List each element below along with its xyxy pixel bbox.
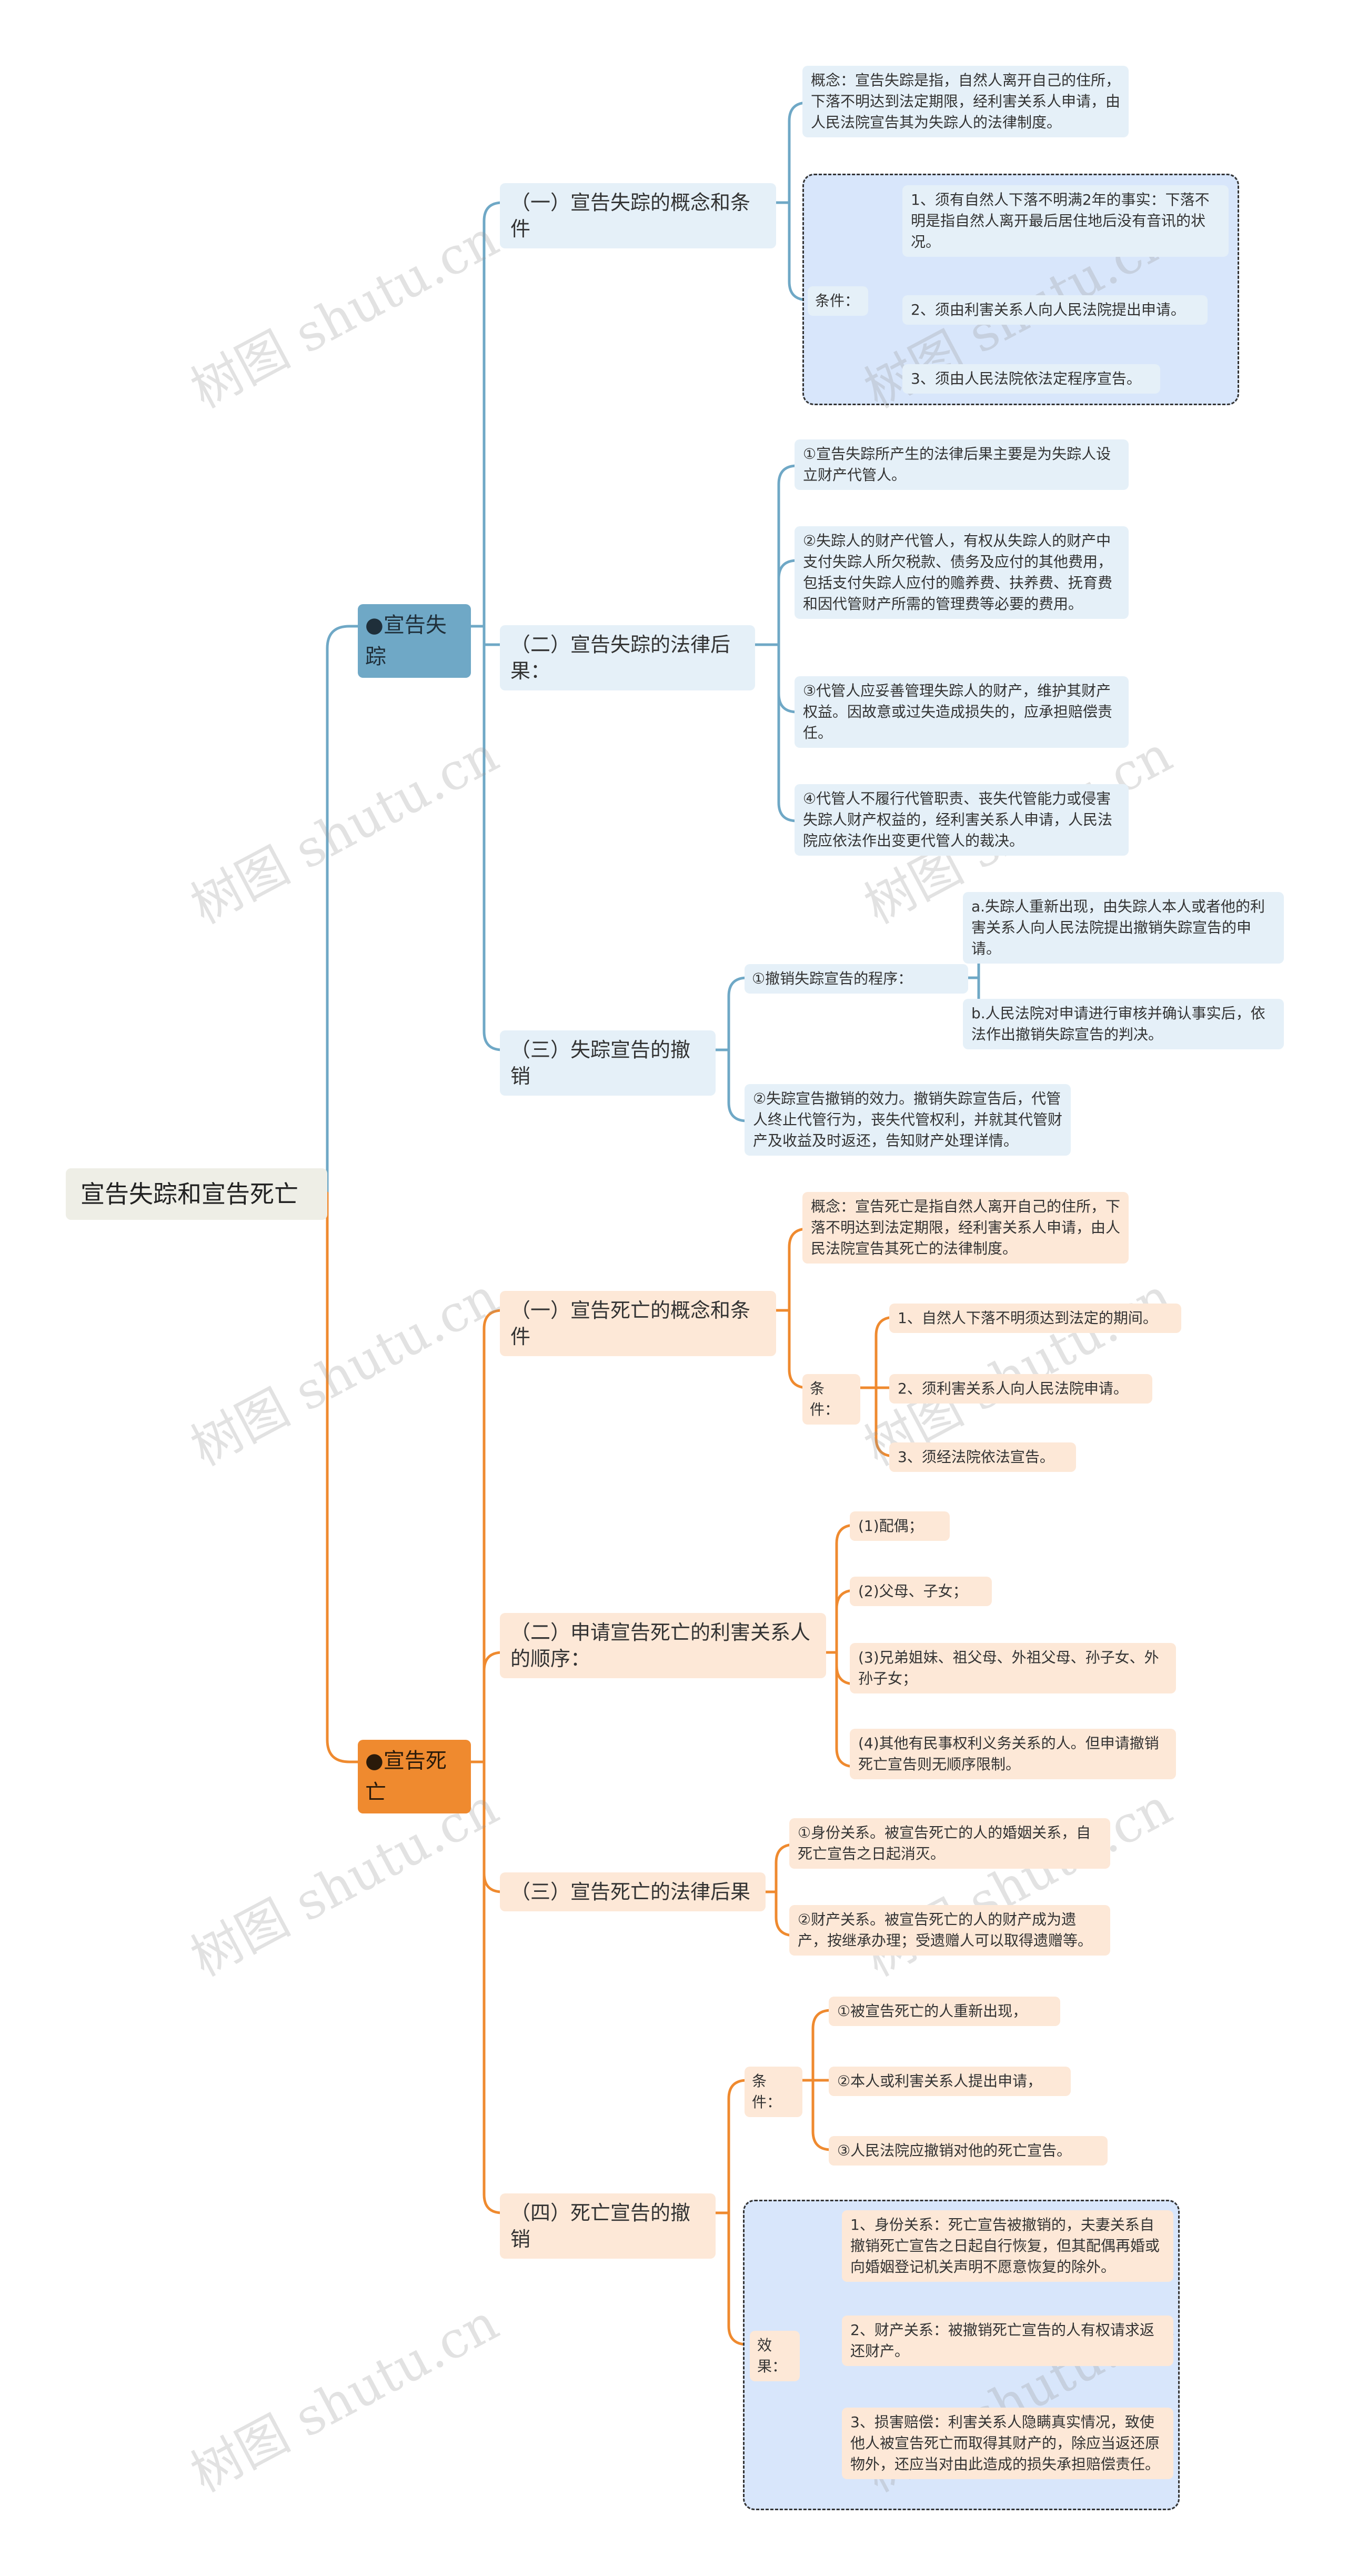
death-consequence-item[interactable]: ②财产关系。被宣告死亡的人的财产成为遗产，按继承办理；受遗赠人可以取得遗赠等。 — [789, 1905, 1110, 1956]
death-conditions-label[interactable]: 条件： — [802, 1374, 860, 1425]
missing-revocation-effect[interactable]: ②失踪宣告撤销的效力。撤销失踪宣告后，代管人终止代管行为，丧失代管权利，并就其代… — [745, 1084, 1071, 1156]
link-root-blue — [326, 625, 359, 1195]
death-applicant-order-section[interactable]: （二）申请宣告死亡的利害关系人的顺序： — [500, 1613, 826, 1678]
death-revocation-effect-item[interactable]: 1、身份关系：死亡宣告被撤销的，夫妻关系自撤销死亡宣告之日起自行恢复，但其配偶再… — [842, 2210, 1173, 2282]
death-condition-item[interactable]: 2、须利害关系人向人民法院申请。 — [889, 1374, 1152, 1404]
missing-revocation-section[interactable]: （三）失踪宣告的撤销 — [500, 1030, 716, 1096]
death-applicant-item[interactable]: (1)配偶； — [850, 1511, 950, 1541]
missing-concept-text[interactable]: 概念：宣告失踪是指，自然人离开自己的住所，下落不明达到法定期限，经利害关系人申请… — [802, 66, 1129, 137]
death-revocation-conditions-label[interactable]: 条件： — [745, 2067, 802, 2117]
missing-condition-item[interactable]: 1、须有自然人下落不明满2年的事实：下落不明是指自然人离开最后居住地后没有音讯的… — [902, 185, 1229, 257]
death-concept-text[interactable]: 概念：宣告死亡是指自然人离开自己的住所，下落不明达到法定期限，经利害关系人申请，… — [802, 1192, 1129, 1264]
death-revocation-condition-item[interactable]: ①被宣告死亡的人重新出现， — [829, 1997, 1060, 2026]
root-node[interactable]: 宣告失踪和宣告死亡 — [66, 1168, 327, 1220]
death-revocation-condition-item[interactable]: ③人民法院应撤销对他的死亡宣告。 — [829, 2136, 1108, 2166]
death-revocation-effects-label[interactable]: 效果： — [750, 2331, 800, 2381]
death-condition-item[interactable]: 1、自然人下落不明须达到法定的期间。 — [889, 1304, 1181, 1333]
missing-concept-conditions-section[interactable]: （一）宣告失踪的概念和条件 — [500, 183, 776, 248]
death-revocation-effect-item[interactable]: 3、损害赔偿：利害关系人隐瞒真实情况，致使他人被宣告死亡而取得其财产的，除应当返… — [842, 2408, 1173, 2479]
branch-declaration-of-death[interactable]: ●宣告死亡 — [358, 1740, 471, 1813]
death-consequence-item[interactable]: ①身份关系。被宣告死亡的人的婚姻关系，自死亡宣告之日起消灭。 — [789, 1818, 1110, 1869]
death-applicant-item[interactable]: (2)父母、子女； — [850, 1577, 992, 1606]
missing-condition-item[interactable]: 3、须由人民法院依法定程序宣告。 — [902, 364, 1160, 394]
death-condition-item[interactable]: 3、须经法院依法宣告。 — [889, 1442, 1076, 1472]
link-root-orange — [326, 1191, 359, 1763]
death-revocation-section[interactable]: （四）死亡宣告的撤销 — [500, 2193, 716, 2259]
missing-legal-consequence-section[interactable]: （二）宣告失踪的法律后果： — [500, 625, 755, 690]
death-applicant-item[interactable]: (4)其他有民事权利义务关系的人。但申请撤销死亡宣告则无顺序限制。 — [850, 1729, 1176, 1779]
missing-revocation-procedure-item[interactable]: a.失踪人重新出现，由失踪人本人或者他的利害关系人向人民法院提出撤销失踪宣告的申… — [963, 892, 1284, 964]
death-concept-conditions-section[interactable]: （一）宣告死亡的概念和条件 — [500, 1291, 776, 1356]
missing-revocation-procedure-label[interactable]: ①撤销失踪宣告的程序： — [745, 964, 968, 994]
missing-consequence-item[interactable]: ③代管人应妥善管理失踪人的财产，维护其财产权益。因故意或过失造成损失的，应承担赔… — [795, 676, 1129, 748]
missing-consequence-item[interactable]: ④代管人不履行代管职责、丧失代管能力或侵害失踪人财产权益的，经利害关系人申请，人… — [795, 784, 1129, 856]
missing-consequence-item[interactable]: ②失踪人的财产代管人，有权从失踪人的财产中支付失踪人所欠税款、债务及应付的其他费… — [795, 526, 1129, 619]
missing-condition-item[interactable]: 2、须由利害关系人向人民法院提出申请。 — [902, 295, 1208, 325]
missing-revocation-procedure-item[interactable]: b.人民法院对申请进行审核并确认事实后，依法作出撤销失踪宣告的判决。 — [963, 999, 1284, 1049]
death-legal-consequence-section[interactable]: （三）宣告死亡的法律后果 — [500, 1872, 766, 1911]
missing-conditions-label[interactable]: 条件： — [808, 286, 868, 316]
death-revocation-effect-item[interactable]: 2、财产关系：被撤销死亡宣告的人有权请求返还财产。 — [842, 2316, 1173, 2366]
death-applicant-item[interactable]: (3)兄弟姐妹、祖父母、外祖父母、孙子女、外孙子女； — [850, 1643, 1176, 1693]
missing-consequence-item[interactable]: ①宣告失踪所产生的法律后果主要是为失踪人设立财产代管人。 — [795, 439, 1129, 490]
branch-declaration-of-missing[interactable]: ●宣告失踪 — [358, 604, 471, 678]
death-revocation-condition-item[interactable]: ②本人或利害关系人提出申请， — [829, 2067, 1071, 2096]
